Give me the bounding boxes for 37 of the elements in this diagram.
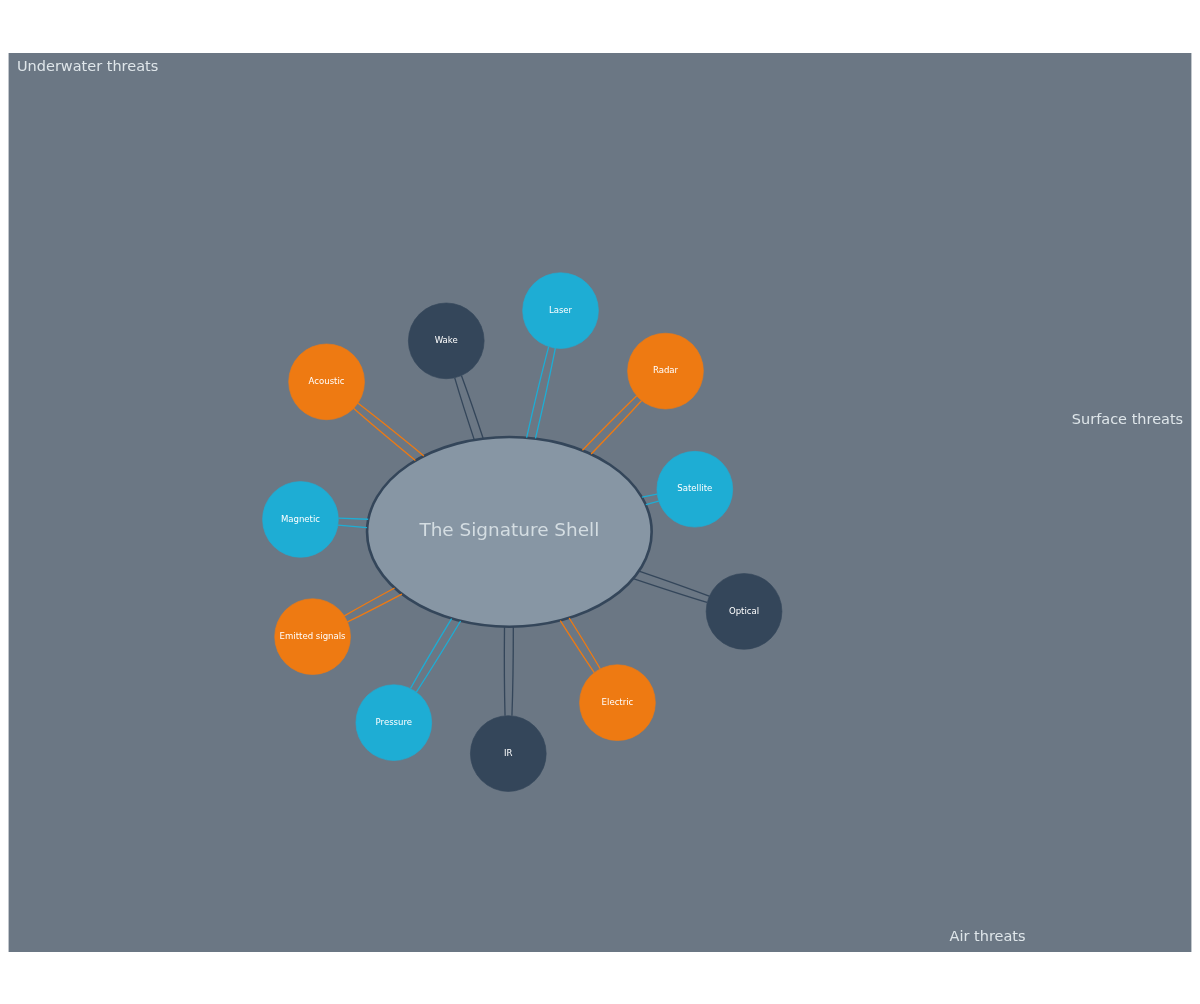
connector [590, 399, 643, 455]
connector [409, 617, 453, 689]
connector [645, 500, 660, 505]
label: Surface threats [1071, 410, 1184, 427]
connector [581, 394, 638, 451]
node-circle: Magnetic [262, 480, 339, 558]
connector [632, 577, 708, 603]
connector [346, 592, 403, 623]
connector [337, 517, 369, 520]
node-circle: Electric [579, 663, 656, 741]
node-circle: Emitted signals [274, 597, 351, 675]
connector [559, 619, 595, 673]
connector [638, 569, 710, 597]
node-circle: Optical [705, 572, 783, 650]
label: Air threats [949, 927, 1026, 944]
node-circle: Laser [522, 271, 599, 349]
connector [511, 625, 514, 716]
connector [534, 347, 556, 439]
node-circle: Pressure [355, 683, 432, 761]
connector [343, 586, 396, 616]
node-circle: Satellite [656, 450, 734, 527]
connector [525, 345, 550, 438]
label: Underwater threats [17, 57, 159, 74]
connector [454, 376, 475, 441]
connector [353, 407, 417, 461]
connector [568, 616, 601, 669]
connector [357, 402, 425, 457]
connector [337, 524, 368, 528]
node-circle: IR [470, 714, 547, 792]
connector [460, 374, 484, 439]
node-circle: Radar [627, 332, 704, 409]
connector [503, 625, 506, 716]
connector [415, 619, 462, 693]
node-circle: Acoustic [288, 343, 365, 420]
node-circle: Wake [408, 302, 485, 379]
node-ellipse: The Signature Shell [365, 435, 653, 628]
connector [641, 493, 658, 498]
